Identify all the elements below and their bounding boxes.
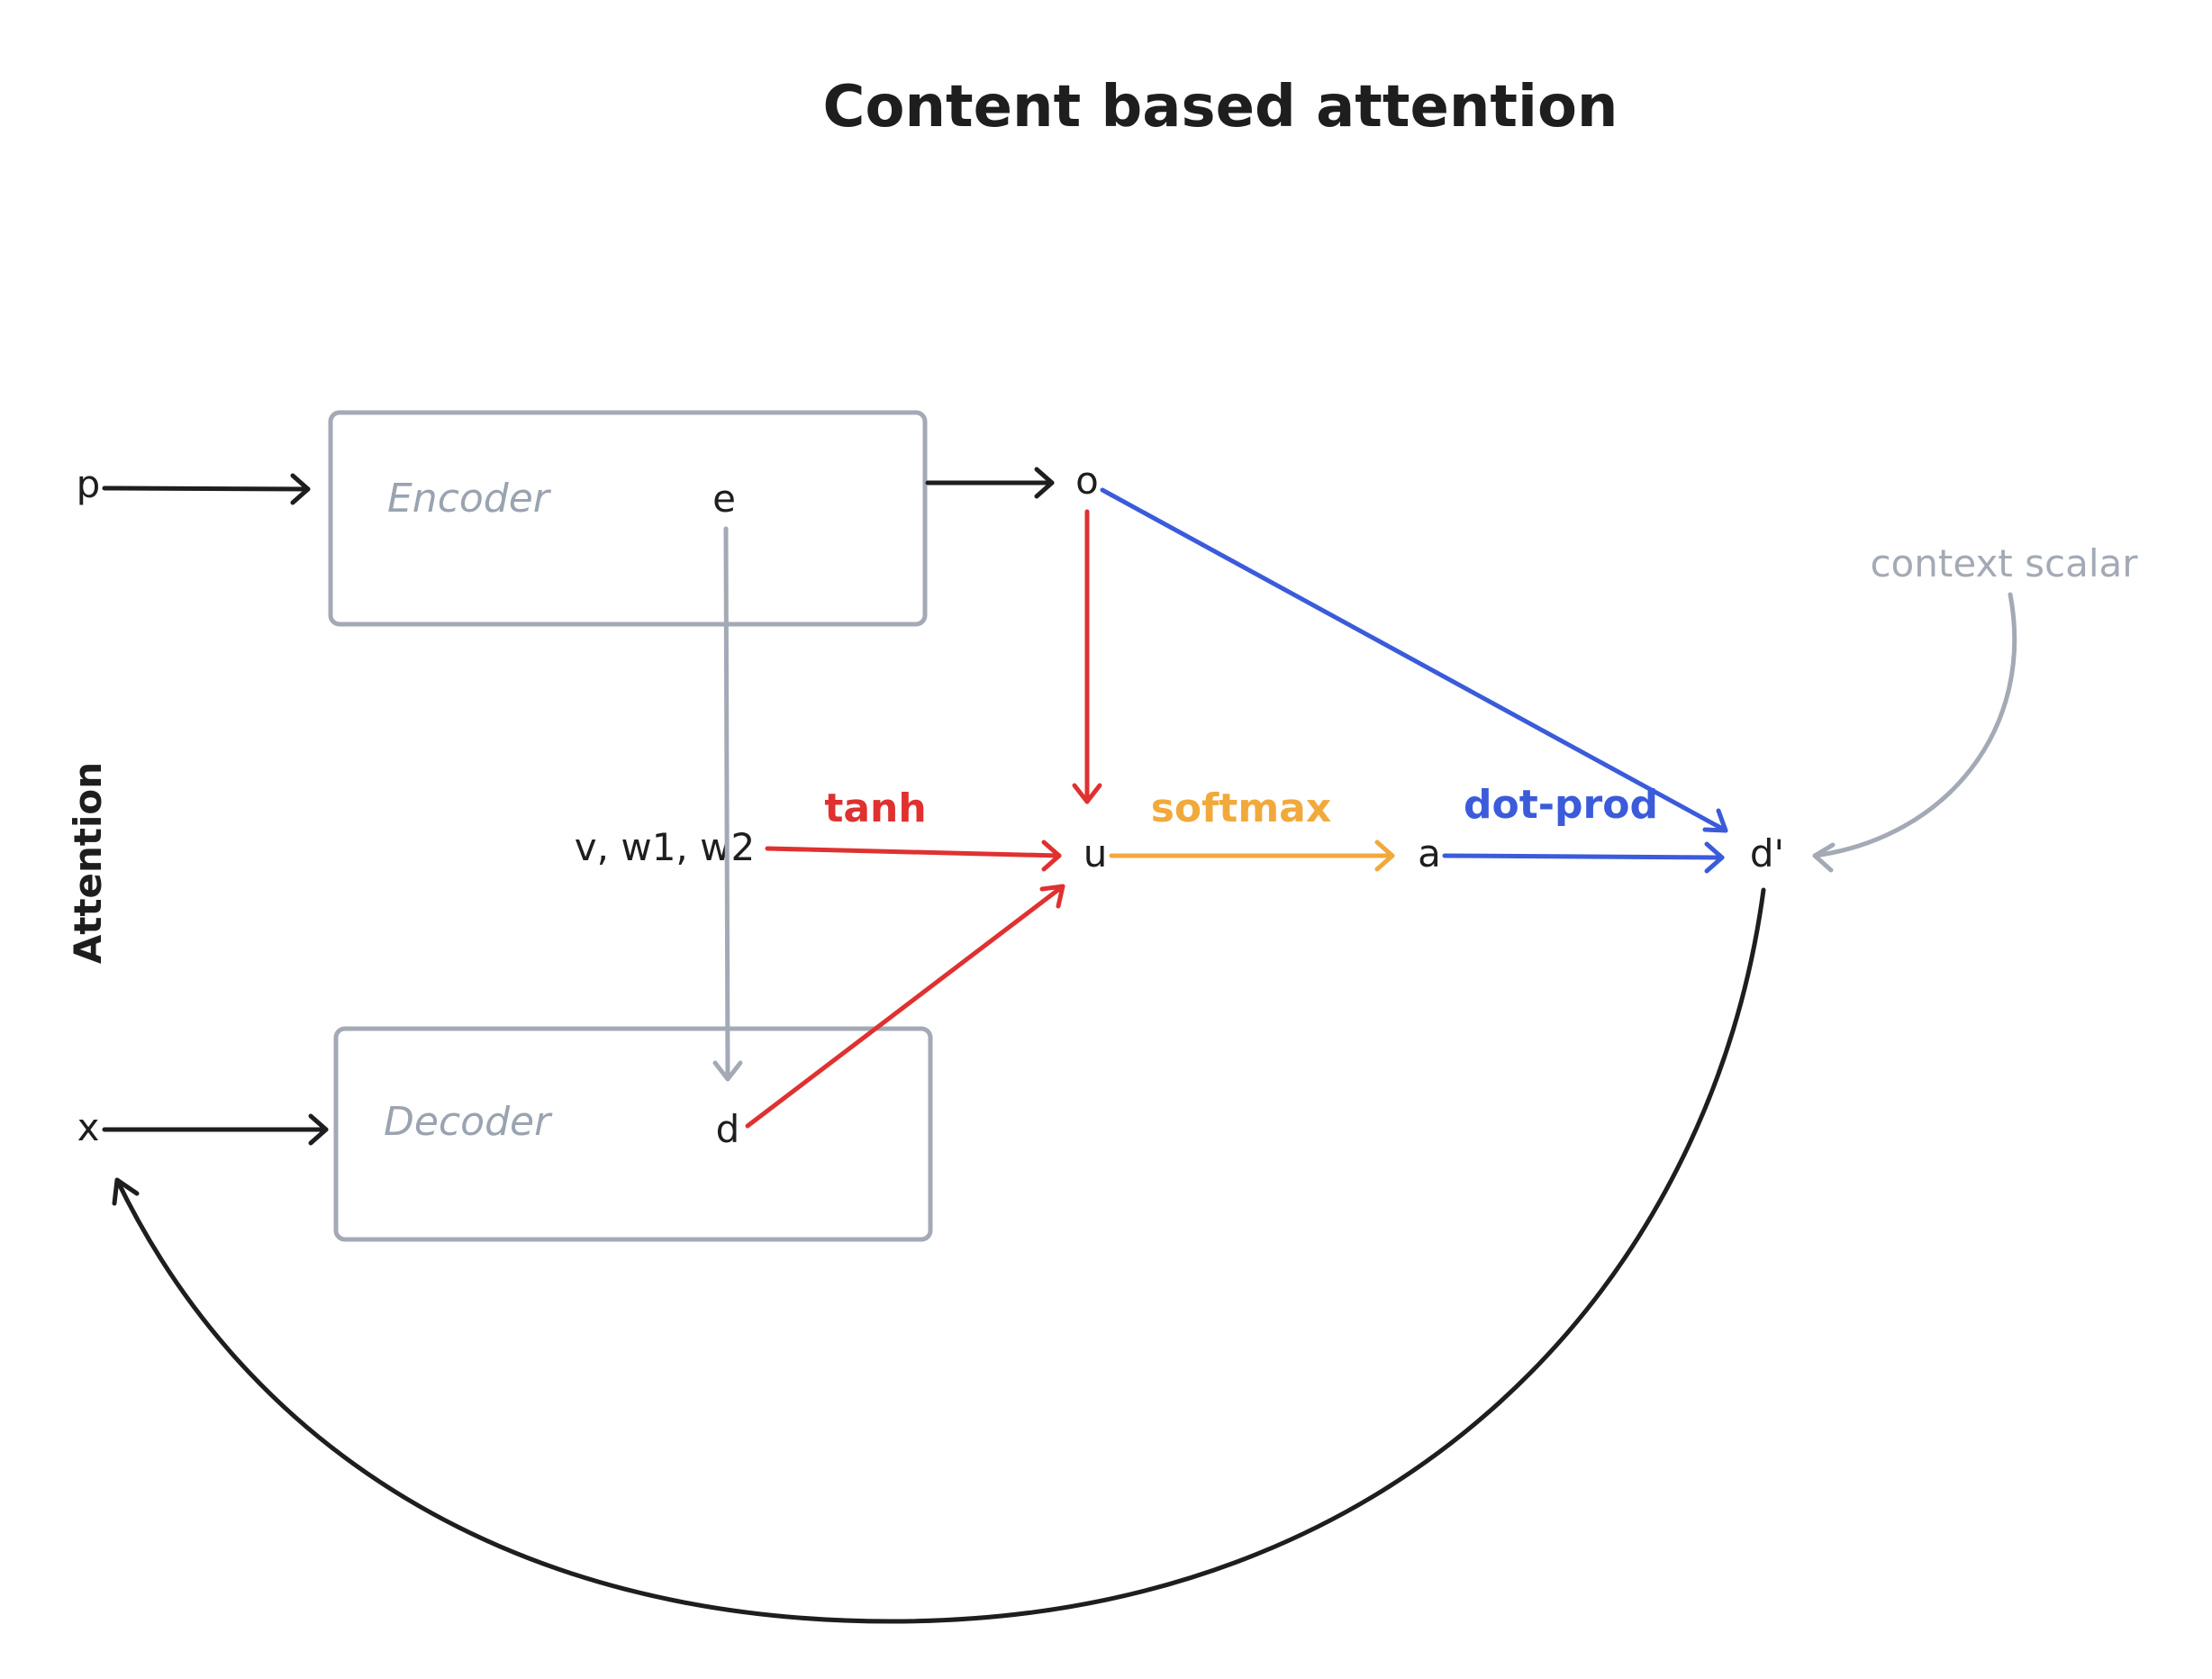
arrowhead-p-to-encoder: [290, 473, 311, 505]
decoder-box-frame: [333, 1026, 933, 1242]
arrows-black: [102, 467, 1766, 1624]
arrow-o-to-d-prime: [1100, 487, 1728, 833]
edge-label-tanh: tanh: [824, 785, 926, 831]
arrowhead-a-to-d-prime: [1704, 841, 1725, 874]
arrow-context-to-d-prime: [1812, 592, 2017, 858]
node-o: o: [1075, 458, 1099, 503]
arrowhead-d-prime-to-x: [112, 1177, 140, 1206]
arrowhead-encoder-to-o: [1034, 467, 1055, 499]
node-a: a: [1418, 831, 1441, 876]
arrowhead-e-to-d: [712, 1060, 743, 1082]
decoder-label: Decoder: [384, 1099, 553, 1145]
arrowhead-d-to-u: [1039, 884, 1065, 909]
arrowhead-o-to-d-prime: [1702, 808, 1728, 833]
attention-side-label: Attention: [66, 762, 110, 964]
node-e: e: [712, 476, 736, 521]
encoder-box-frame: [328, 410, 928, 627]
arrow-a-to-d-prime: [1442, 853, 1725, 860]
arrow-params-to-u: [765, 846, 1062, 858]
arrows-orange: [1109, 840, 1395, 872]
encoder-box: Encoder: [328, 410, 928, 627]
node-d: d: [716, 1107, 740, 1151]
diagram-title: Content based attention: [823, 74, 1618, 141]
arrowhead-x-to-decoder: [308, 1113, 329, 1146]
arrow-p-to-encoder: [102, 486, 311, 492]
decoder-box: Decoder: [333, 1026, 933, 1242]
arrow-e-to-d: [723, 526, 730, 1082]
node-d-prime: d': [1750, 831, 1784, 876]
arrowhead-context-to-d-prime: [1812, 842, 1836, 873]
arrows-red: [745, 509, 1102, 1129]
arrowhead-u-to-a: [1374, 840, 1395, 872]
edge-label-softmax: softmax: [1151, 785, 1332, 831]
arrows-gray: [712, 526, 2017, 1082]
node-u: u: [1083, 831, 1108, 876]
encoder-label: Encoder: [387, 476, 552, 522]
node-x: x: [77, 1105, 100, 1149]
arrows-blue: [1100, 487, 1728, 874]
arrow-d-prime-to-x: [114, 887, 1766, 1624]
node-context-scalar: context scalar: [1870, 541, 2138, 585]
edge-label-dot-prod: dot-prod: [1464, 782, 1658, 828]
arrowhead-o-to-u: [1072, 783, 1102, 804]
node-p: p: [77, 462, 101, 506]
arrow-d-to-u: [745, 884, 1065, 1129]
arrowhead-params-to-u: [1041, 840, 1062, 872]
